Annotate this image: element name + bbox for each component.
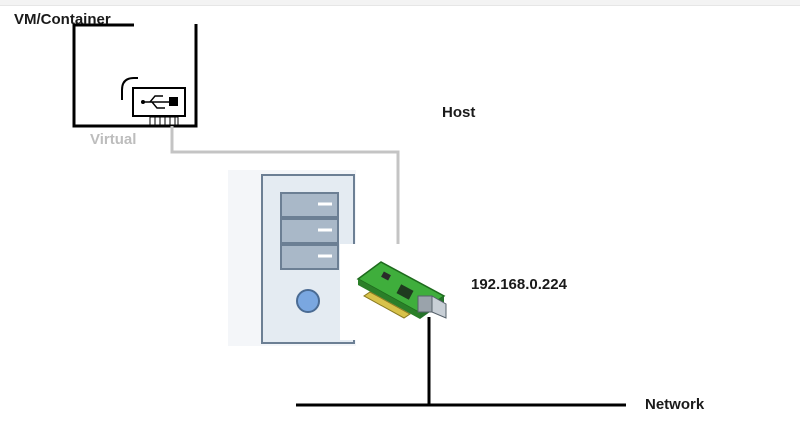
ip-address-label: 192.168.0.224 [471, 276, 567, 293]
host-label: Host [442, 104, 476, 121]
virtual-nic-icon [121, 77, 186, 126]
virtual-label: Virtual [90, 131, 137, 148]
virtual-link-line [170, 126, 400, 252]
vm-container-icon [72, 23, 198, 128]
server-tower-icon [228, 170, 356, 346]
network-label: Network [645, 396, 705, 413]
network-card-icon [340, 244, 458, 340]
window-top-edge [0, 0, 800, 6]
vm-container-label: VM/Container [14, 11, 111, 28]
